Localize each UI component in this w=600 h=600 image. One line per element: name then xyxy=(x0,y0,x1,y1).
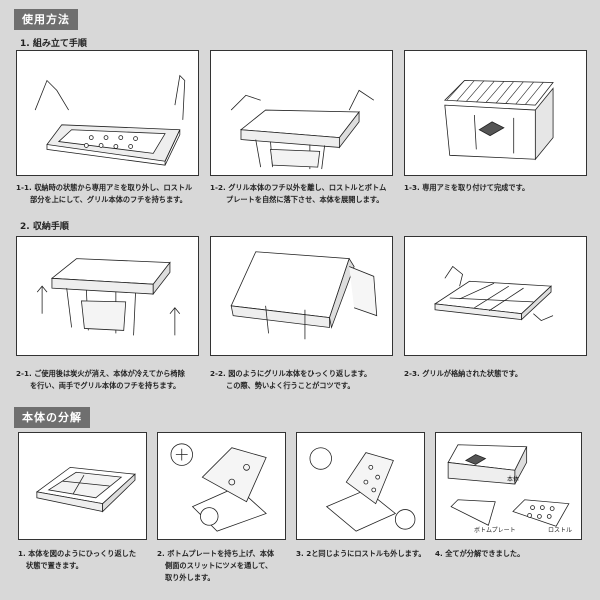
disassembly-step-2-illustration xyxy=(157,432,286,540)
assembly-step-2-caption: 1-2. グリル本体のフチ以外を離し、ロストルとボトム プレートを自然に落下させ… xyxy=(210,183,387,204)
storage-step-1-illustration xyxy=(16,236,199,356)
assembly-heading: 1. 組み立て手順 xyxy=(20,39,87,49)
assembly-step-1-illustration xyxy=(16,50,199,176)
part-label-body: 本体 xyxy=(507,476,520,483)
section-title-disassembly: 本体の分解 xyxy=(14,407,90,428)
part-label-bottom-plate: ボトムプレート xyxy=(474,527,516,534)
assembly-step-3-caption: 1-3. 専用アミを取り付けて完成です。 xyxy=(404,183,530,192)
disassembly-step-4-caption: 4. 全てが分解できました。 xyxy=(435,549,525,558)
disassembly-step-2-caption: 2. ボトムプレートを持ち上げ、本体 側面のスリットにツメを通して、 取り外しま… xyxy=(157,549,275,582)
disassembly-step-3-illustration xyxy=(296,432,425,540)
disassembly-step-1-illustration xyxy=(18,432,147,540)
disassembly-step-1-caption: 1. 本体を図のようにひっくり返した 状態で置きます。 xyxy=(18,549,137,570)
storage-step-2-illustration xyxy=(210,236,393,356)
part-label-rostle: ロストル xyxy=(548,527,573,534)
assembly-step-3-illustration xyxy=(404,50,587,176)
disassembly-step-4-illustration xyxy=(435,432,582,540)
storage-step-1-caption: 2-1. ご使用後は炭火が消え、本体が冷えてから椅除 を行い、両手でグリル本体の… xyxy=(16,369,185,390)
storage-step-2-caption: 2-2. 図のようにグリル本体をひっくり返します。 この際、勢いよく行うことがコ… xyxy=(210,369,372,390)
storage-step-3-illustration xyxy=(404,236,587,356)
section-title-usage: 使用方法 xyxy=(14,9,78,30)
assembly-step-2-illustration xyxy=(210,50,393,176)
disassembly-step-3-caption: 3. 2と同じようにロストルも外します。 xyxy=(296,549,426,558)
storage-step-3-caption: 2-3. グリルが格納された状態です。 xyxy=(404,369,523,378)
assembly-step-1-caption: 1-1. 収納時の状態から専用アミを取り外し、ロストル 部分を上にして、グリル本… xyxy=(16,183,193,204)
storage-heading: 2. 収納手順 xyxy=(20,222,69,232)
